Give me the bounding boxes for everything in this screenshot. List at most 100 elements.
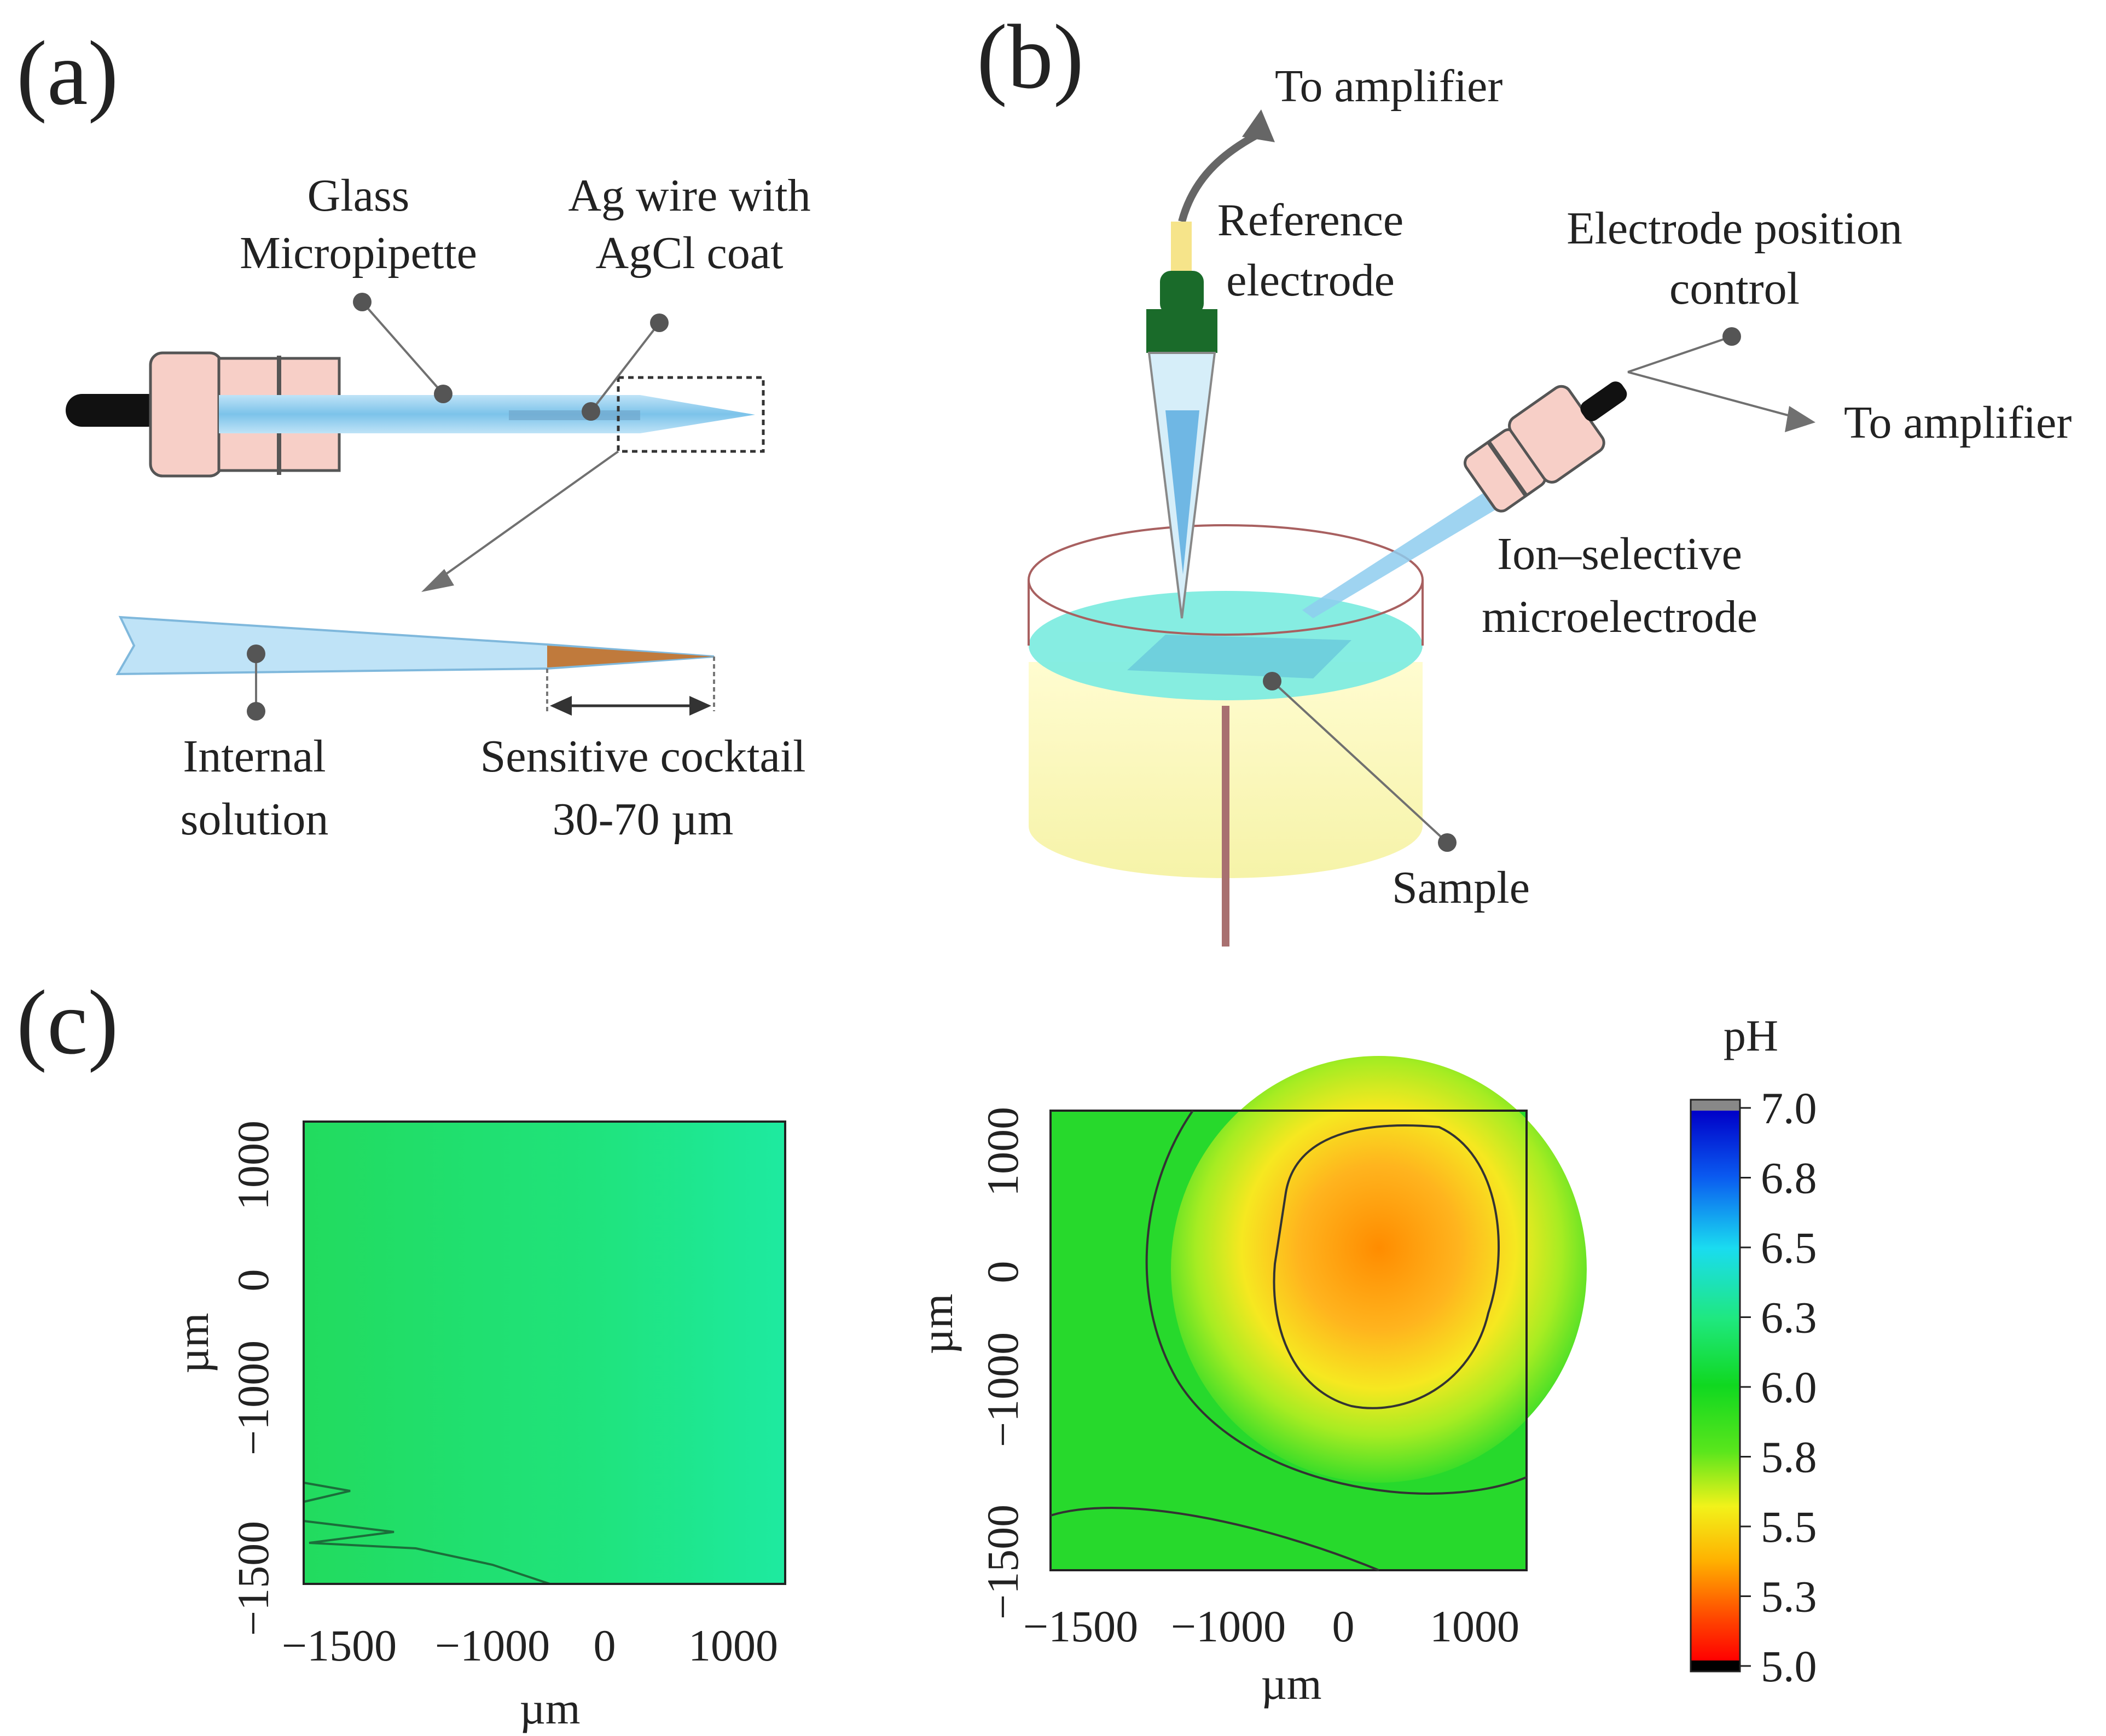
heatmap-right-frame — [1049, 1110, 1528, 1571]
contour-lower — [1050, 1507, 1379, 1571]
ise-pipette — [1302, 465, 1543, 618]
sample-callout-dot — [1438, 833, 1457, 852]
right-x-ticks: −1500 −1000 0 1000 — [1023, 1601, 1519, 1651]
panel-a-letter: (a) — [16, 22, 118, 124]
ref-cap — [1160, 271, 1204, 315]
pos-label-1: Electrode position — [1567, 203, 1902, 254]
right-xtick-1: −1500 — [1023, 1601, 1138, 1651]
pos-callout-line — [1627, 335, 1732, 373]
amp-right-line — [1627, 371, 1801, 420]
zoom-box — [617, 376, 765, 453]
wire-callout-line — [590, 322, 660, 413]
colorbar-cap-top — [1691, 1100, 1740, 1111]
contour-middle — [1145, 1110, 1527, 1495]
wire-callout-dot — [650, 313, 669, 332]
ref-fill — [1165, 410, 1199, 574]
panel-a: (a) Glass Micropipette Ag wire with AgCl… — [16, 22, 811, 845]
wire-label-2: AgCl coat — [596, 228, 784, 278]
amp-top-label: To amplifier — [1275, 61, 1502, 112]
colorbar-frame — [1690, 1099, 1741, 1673]
right-xtick-2: −1000 — [1171, 1601, 1286, 1651]
right-ytick-4: 1000 — [978, 1107, 1028, 1197]
left-xtick-4: 1000 — [688, 1621, 778, 1670]
ref-label-1: Reference — [1217, 195, 1403, 246]
colorbar-ticks: 7.0 6.8 6.5 6.3 6.0 5.8 5.5 5.3 5.0 — [1740, 1083, 1817, 1691]
wire-label-1: Ag wire with — [568, 170, 810, 221]
dim-arrow-left — [550, 696, 572, 716]
right-ytick-3: 0 — [978, 1261, 1028, 1284]
enlarged-tip — [115, 616, 715, 676]
right-xlabel: µm — [1261, 1659, 1321, 1709]
cocktail-label-2: 30-70 µm — [553, 794, 734, 845]
internal-label-1: Internal — [183, 731, 326, 782]
amp-right-label: To amplifier — [1844, 397, 2072, 448]
glass-label-2: Micropipette — [240, 228, 477, 278]
amp-right-arrow — [1785, 406, 1815, 432]
holder-cable — [66, 394, 164, 427]
left-xtick-3: 0 — [594, 1621, 616, 1670]
zoom-arrow-line — [437, 450, 619, 581]
heatmap-left-contour — [303, 1482, 550, 1585]
glass-target-dot — [434, 385, 452, 403]
colorbar-tick-label: 6.3 — [1761, 1293, 1817, 1343]
glass-micropipette — [219, 395, 755, 433]
colorbar-tick-label: 5.8 — [1761, 1432, 1817, 1482]
sensitive-cocktail — [547, 646, 714, 667]
internal-label-2: solution — [181, 794, 329, 845]
pos-callout-dot — [1722, 327, 1741, 346]
ref-collar — [1146, 309, 1217, 353]
right-ylabel: µm — [912, 1293, 962, 1354]
left-ytick-2: −1000 — [228, 1340, 278, 1455]
internal-callout-dot — [247, 702, 265, 721]
ag-wire — [509, 410, 640, 420]
ref-cable-arrow — [1242, 109, 1275, 142]
ise-label-1: Ion–selective — [1497, 529, 1742, 579]
ise-label-2: microelectrode — [1482, 591, 1757, 642]
ref-label-2: electrode — [1226, 255, 1395, 306]
contour-inner — [1273, 1124, 1500, 1409]
panel-c: (c) −1500 −1000 0 1000 µm −1500 −1000 0 … — [16, 972, 1817, 1733]
colorbar-gradient — [1691, 1111, 1740, 1660]
left-xtick-2: −1000 — [435, 1621, 550, 1670]
zoom-arrow-head — [421, 569, 454, 592]
internal-target-dot — [247, 645, 265, 663]
left-x-ticks: −1500 −1000 0 1000 — [282, 1621, 778, 1670]
heatmap-left-field — [304, 1122, 785, 1584]
left-ylabel: µm — [168, 1313, 218, 1373]
heatmap-left-frame — [303, 1120, 786, 1585]
colorbar-tick-label: 6.5 — [1761, 1223, 1817, 1273]
colorbar-tick-label: 6.0 — [1761, 1362, 1817, 1412]
sample-label: Sample — [1392, 862, 1530, 913]
left-ytick-1: −1500 — [228, 1521, 278, 1636]
colorbar-tick-label: 6.8 — [1761, 1153, 1817, 1203]
left-y-ticks: −1500 −1000 0 1000 — [228, 1120, 278, 1636]
heatmap-right-hotspot — [1171, 1056, 1587, 1483]
right-y-ticks: −1500 −1000 0 1000 — [978, 1107, 1028, 1619]
holder-cap — [149, 351, 223, 478]
right-xtick-4: 1000 — [1430, 1601, 1519, 1651]
glass-callout-line — [361, 301, 444, 395]
pos-label-2: control — [1669, 263, 1800, 314]
heatmap-left: −1500 −1000 0 1000 µm −1500 −1000 0 1000… — [168, 1120, 786, 1733]
colorbar-tick-label: 7.0 — [1761, 1083, 1817, 1133]
sample — [1127, 635, 1351, 678]
colorbar-tick-label: 5.5 — [1761, 1502, 1817, 1552]
right-ytick-2: −1000 — [978, 1332, 1028, 1447]
cocktail-label-1: Sensitive cocktail — [480, 731, 806, 782]
sample-target-dot — [1263, 672, 1281, 690]
wire-target-dot — [582, 402, 600, 421]
left-ytick-3: 0 — [228, 1269, 278, 1292]
panel-b-letter: (b) — [977, 6, 1084, 108]
sample-callout-line — [1271, 680, 1448, 844]
heatmap-right: −1500 −1000 0 1000 µm −1500 −1000 0 1000… — [912, 1056, 1587, 1709]
ref-connector — [1171, 222, 1192, 274]
colorbar-tick-label: 5.0 — [1761, 1641, 1817, 1691]
ise-holder — [1463, 381, 1627, 513]
colorbar-tick-label: 5.3 — [1761, 1572, 1817, 1622]
colorbar-cap-bottom — [1691, 1660, 1740, 1671]
colorbar: pH 7.0 6.8 6.5 6.3 6.0 5.8 5.5 5.3 5.0 — [1690, 1011, 1817, 1691]
right-ytick-1: −1500 — [978, 1505, 1028, 1619]
panel-b: (b) To amplifier Reference electrode — [977, 6, 2072, 947]
colorbar-title: pH — [1724, 1011, 1778, 1060]
glass-callout-dot — [353, 293, 372, 311]
